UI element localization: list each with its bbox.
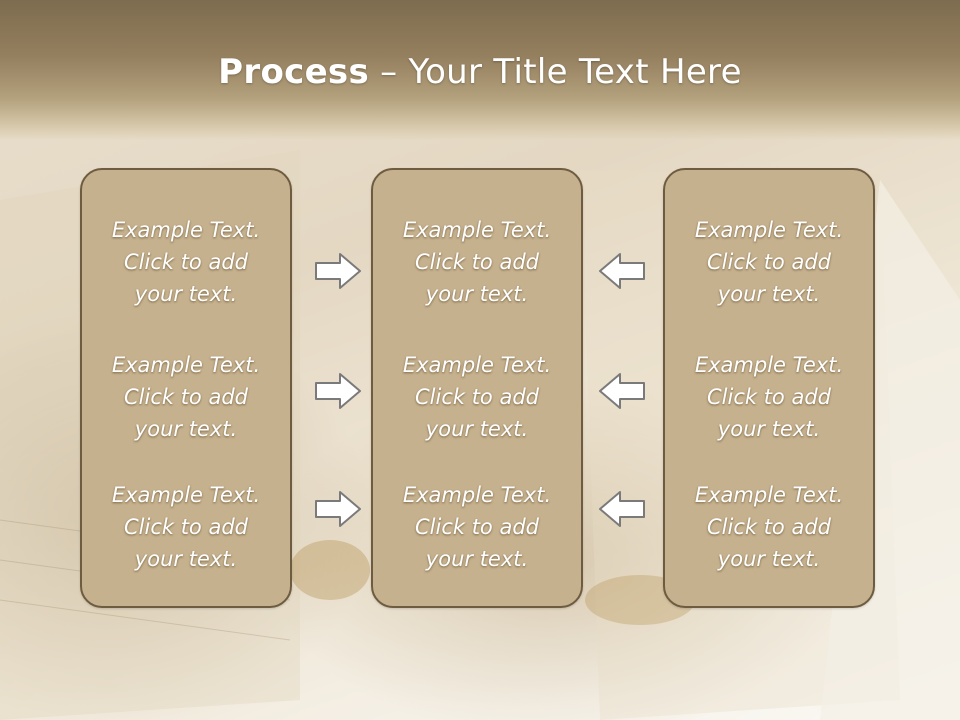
placeholder-text[interactable]: Example Text. Click to add your text. (111, 218, 261, 306)
placeholder-text[interactable]: Example Text. Click to add your text. (694, 218, 844, 306)
title-bold: Process (218, 52, 370, 92)
arrow-right-icon (315, 373, 361, 409)
placeholder-text[interactable]: Example Text. Click to add your text. (111, 483, 261, 571)
placeholder-text[interactable]: Example Text. Click to add your text. (111, 353, 261, 441)
header-band (0, 0, 960, 140)
placeholder-text[interactable]: Example Text. Click to add your text. (694, 483, 844, 571)
placeholder-text[interactable]: Example Text. Click to add your text. (694, 353, 844, 441)
arrow-right-icon (315, 491, 361, 527)
arrow-left-icon (599, 373, 645, 409)
slide-title[interactable]: Process – Your Title Text Here (0, 52, 960, 92)
placeholder-text[interactable]: Example Text. Click to add your text. (402, 483, 552, 571)
placeholder-text[interactable]: Example Text. Click to add your text. (402, 218, 552, 306)
process-box-center[interactable]: Example Text. Click to add your text. Ex… (371, 168, 583, 608)
placeholder-text[interactable]: Example Text. Click to add your text. (402, 353, 552, 441)
process-box-left[interactable]: Example Text. Click to add your text. Ex… (80, 168, 292, 608)
title-rest: – Your Title Text Here (369, 52, 742, 92)
arrow-left-icon (599, 491, 645, 527)
arrow-right-icon (315, 253, 361, 289)
process-box-right[interactable]: Example Text. Click to add your text. Ex… (663, 168, 875, 608)
arrow-left-icon (599, 253, 645, 289)
